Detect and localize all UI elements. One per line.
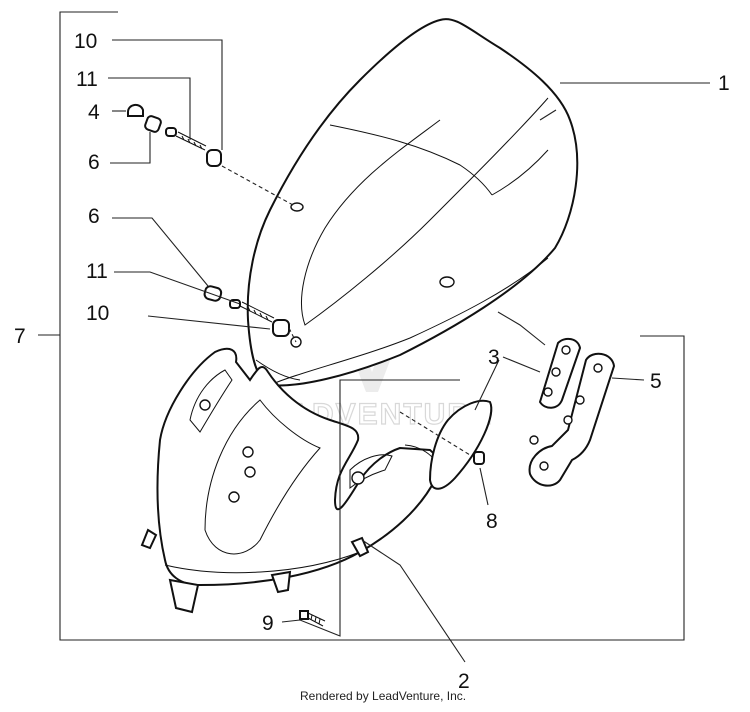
screw-11-mid	[239, 301, 275, 323]
leader-11-top	[108, 77, 191, 140]
fairing-body	[156, 347, 441, 587]
bracket-5-hole-c	[563, 415, 573, 425]
fairing	[140, 347, 441, 614]
callout-7: 7	[14, 325, 26, 348]
callout-8: 8	[486, 510, 498, 533]
spacer-6-mid	[203, 285, 223, 302]
fairing-hole-1	[199, 399, 211, 411]
leader-6-mid	[112, 217, 209, 287]
leader-11-mid	[114, 271, 241, 305]
fairing-inner-contour	[204, 399, 321, 555]
callout-10-top: 10	[74, 30, 97, 53]
fairing-side-tab	[140, 528, 158, 550]
callout-4: 4	[88, 101, 100, 124]
fairing-left-vent	[189, 369, 233, 433]
callout-2: 2	[458, 670, 470, 693]
fairing-hole-3	[244, 466, 256, 478]
leader-axis-mid	[288, 327, 297, 343]
cap-nut-4	[127, 104, 144, 117]
fairing-bottom-rim	[164, 551, 361, 574]
callout-3: 3	[488, 346, 500, 369]
spacer-6-top	[144, 115, 162, 133]
leader-bracket-line	[497, 311, 546, 346]
leader-2	[361, 539, 466, 663]
screw-9	[299, 610, 326, 627]
callout-5: 5	[650, 370, 662, 393]
group-bracket-7	[59, 11, 685, 641]
callout-10-mid: 10	[86, 302, 109, 325]
bracket-5-hole-d	[529, 435, 539, 445]
bracket-3-hole-b	[551, 367, 561, 377]
windscreen-hole-top	[290, 202, 304, 212]
fairing-right-tab	[350, 536, 370, 558]
leader-5	[611, 377, 645, 381]
leader-10-mid	[147, 315, 271, 330]
grommet-10-mid	[272, 319, 290, 337]
leader-1b	[539, 109, 557, 121]
callout-1: 1	[718, 72, 730, 95]
fairing-hole-5	[351, 471, 365, 485]
bracket-5-hole-a	[593, 363, 603, 373]
fairing-center-tab	[270, 570, 292, 594]
screw-9-shaft	[307, 612, 326, 627]
windscreen-hole-right	[439, 276, 455, 288]
fairing-hole-4	[228, 491, 240, 503]
washer-top	[165, 127, 177, 137]
bracket-5-hole-e	[539, 461, 549, 471]
windscreen-inner-panel	[301, 97, 549, 326]
bracket-3-hole-c	[543, 387, 553, 397]
callout-11-mid: 11	[86, 260, 108, 283]
windscreen	[246, 18, 579, 387]
leader-9	[281, 379, 460, 637]
fairing-hole-2	[242, 446, 254, 458]
fairing-left-tab	[168, 578, 200, 614]
callout-9: 9	[262, 612, 274, 635]
hardware-top	[127, 104, 222, 167]
bracket-5-hole-b	[575, 395, 585, 405]
windscreen-crease-a	[329, 124, 493, 196]
leader-3	[502, 356, 541, 373]
windscreen-crease-b	[491, 149, 549, 196]
bracket-5	[528, 352, 616, 487]
windscreen-edge	[255, 359, 301, 381]
callout-11-top: 11	[76, 68, 98, 91]
callout-6-top: 6	[88, 151, 100, 174]
nut-8	[473, 451, 485, 465]
nut-8-body	[473, 451, 485, 465]
windscreen-body	[246, 18, 579, 387]
callout-6-mid: 6	[88, 205, 100, 228]
leader-6-top	[110, 132, 151, 164]
leader-8	[479, 467, 489, 506]
screw-9-head	[299, 610, 309, 620]
windscreen-lower-rim	[269, 257, 549, 386]
footer-credit: Rendered by LeadVenture, Inc.	[300, 689, 466, 703]
bracket-3-hole-a	[561, 345, 571, 355]
leader-10-top	[112, 39, 223, 150]
decal-plate	[428, 399, 493, 490]
leader-3b	[474, 359, 500, 411]
screw-11-top	[175, 131, 207, 151]
grommet-10-top	[206, 149, 222, 167]
bracket-3	[538, 337, 582, 409]
